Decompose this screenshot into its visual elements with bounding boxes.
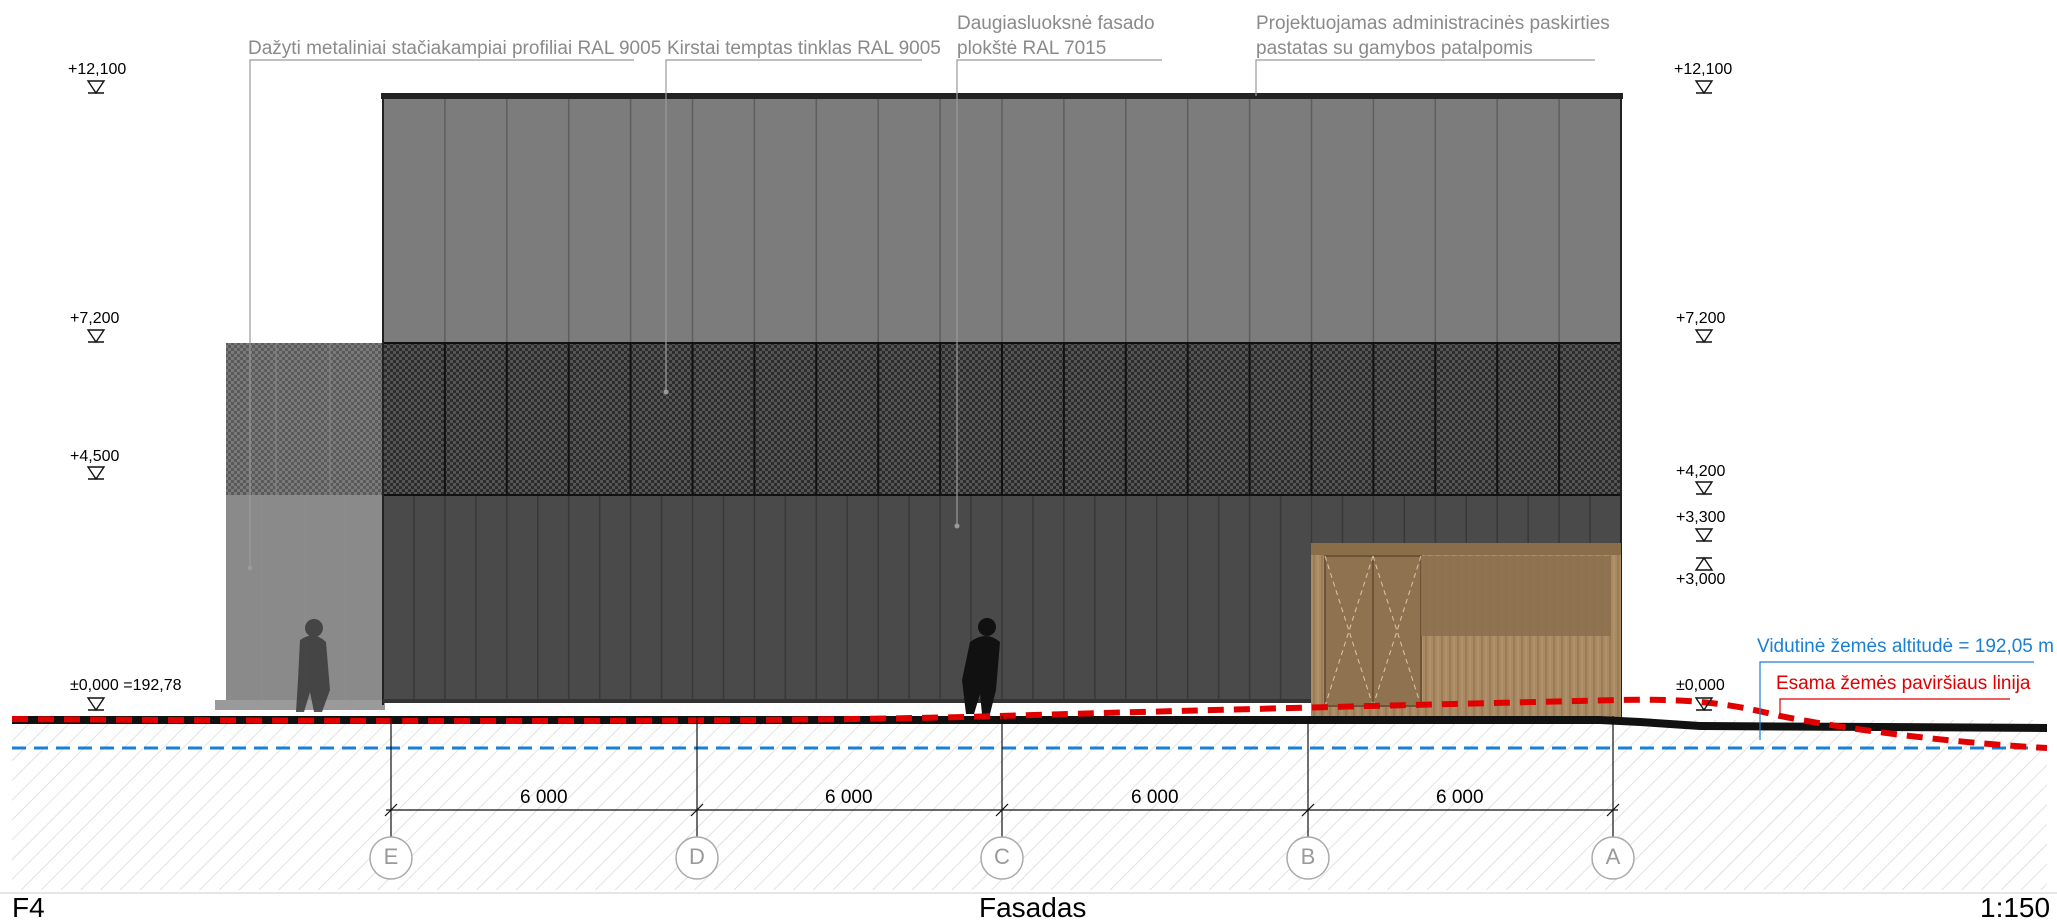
existing-ground-line bbox=[11, 696, 2048, 751]
legend-average-ground-altitude: Vidutinė žemės altitudė = 192,05 m bbox=[1757, 636, 2054, 657]
legend-leaders bbox=[1759, 661, 2034, 740]
sheet-id: F4 bbox=[12, 892, 45, 923]
callout-facade-panel-line1: Daugiasluoksnė fasado bbox=[957, 13, 1155, 34]
level-right-3300: +3,300 bbox=[1676, 509, 1726, 526]
dimension-b-a: 6 000 bbox=[1436, 787, 1484, 808]
level-left-0000: ±0,000 =192,78 bbox=[70, 677, 182, 694]
callout-metal-profiles: Dažyti metaliniai stačiakampiai profilia… bbox=[248, 38, 662, 59]
callout-expanded-mesh: Kirstai temptas tinklas RAL 9005 bbox=[667, 38, 941, 59]
level-right-3000: +3,000 bbox=[1676, 571, 1726, 588]
grid-axes bbox=[384, 716, 1620, 838]
level-markers bbox=[86, 80, 1714, 712]
callout-leaders bbox=[249, 59, 1595, 568]
drawing-scale: 1:150 bbox=[1980, 892, 2051, 923]
level-right-0000: ±0,000 bbox=[1676, 677, 1725, 694]
drawing-title: Fasadas bbox=[979, 892, 1087, 923]
axis-label-c: C bbox=[994, 844, 1010, 869]
level-left-12100: +12,100 bbox=[68, 61, 127, 78]
legend-existing-ground-line: Esama žemės paviršiaus linija bbox=[1776, 673, 2031, 694]
dimension-c-b: 6 000 bbox=[1131, 787, 1179, 808]
level-right-12100: +12,100 bbox=[1674, 61, 1733, 78]
dimension-d-c: 6 000 bbox=[825, 787, 873, 808]
callout-building-line1: Projektuojamas administracinės paskirtie… bbox=[1256, 13, 1610, 34]
wooden-annex bbox=[1311, 543, 1621, 718]
level-left-4500: +4,500 bbox=[70, 448, 120, 465]
ground-hatch bbox=[12, 720, 2047, 890]
person-silhouette-left bbox=[296, 619, 330, 712]
dimension-e-d: 6 000 bbox=[520, 787, 568, 808]
axis-label-e: E bbox=[383, 844, 399, 869]
axis-bubbles bbox=[369, 836, 1635, 880]
level-right-4200: +4,200 bbox=[1676, 463, 1726, 480]
axis-label-b: B bbox=[1300, 844, 1316, 869]
level-left-7200: +7,200 bbox=[70, 310, 120, 327]
person-silhouette-center bbox=[962, 618, 1000, 714]
axis-label-a: A bbox=[1605, 844, 1621, 869]
axis-label-d: D bbox=[689, 844, 705, 869]
callout-facade-panel-line2: plokštė RAL 7015 bbox=[957, 38, 1107, 59]
level-right-7200: +7,200 bbox=[1676, 310, 1726, 327]
callout-building-line2: pastatas su gamybos patalpomis bbox=[1256, 38, 1533, 59]
